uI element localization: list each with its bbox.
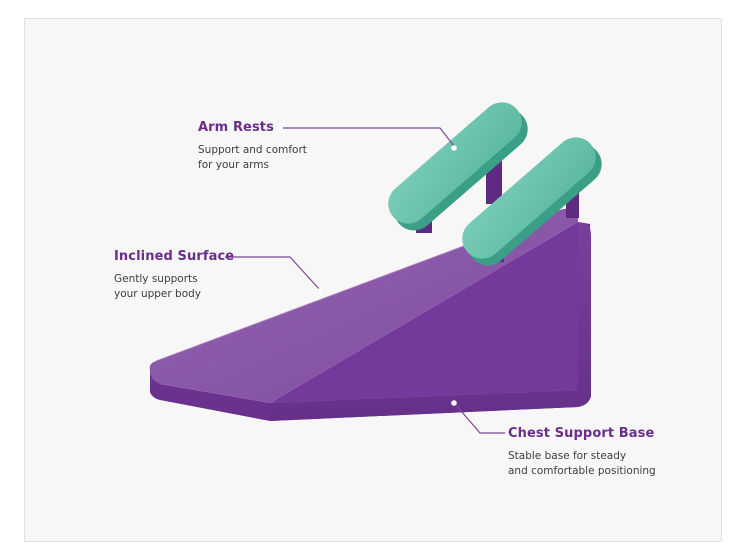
callout-arm-rests: Arm Rests Support and comfort for your a… [198, 120, 307, 173]
callout-desc-line: Gently supports [114, 273, 198, 285]
callout-title-inclined-surface: Inclined Surface [114, 249, 235, 264]
callout-desc-arm-rests: Support and comfort for your arms [198, 143, 307, 173]
leader-lines [225, 127, 505, 434]
leader-line-inclined-surface [225, 256, 321, 291]
callout-chest-support-base: Chest Support Base Stable base for stead… [508, 426, 656, 479]
callout-desc-line: and comfortable positioning [508, 465, 656, 477]
leader-dot-inclined-surface [317, 288, 323, 294]
callout-desc-line: Stable base for steady [508, 450, 627, 462]
callout-desc-chest-support-base: Stable base for steady and comfortable p… [508, 449, 656, 479]
leader-dot-chest-support-base [451, 400, 457, 406]
leader-dots [317, 145, 457, 406]
arm-rest-back [388, 102, 528, 231]
callout-desc-line: Support and comfort [198, 144, 307, 156]
callout-desc-line: for your arms [198, 159, 269, 171]
callout-desc-line: your upper body [114, 288, 202, 300]
callout-inclined-surface: Inclined Surface Gently supports your up… [114, 249, 234, 302]
arm-rest-front [462, 137, 602, 266]
leader-line-chest-support-base [454, 403, 505, 434]
callout-title-chest-support-base: Chest Support Base [508, 426, 655, 441]
leader-dot-arm-rests [451, 145, 457, 151]
callout-title-arm-rests: Arm Rests [198, 120, 274, 135]
callout-desc-inclined-surface: Gently supports your upper body [114, 272, 234, 302]
leader-line-arm-rests [283, 127, 455, 147]
